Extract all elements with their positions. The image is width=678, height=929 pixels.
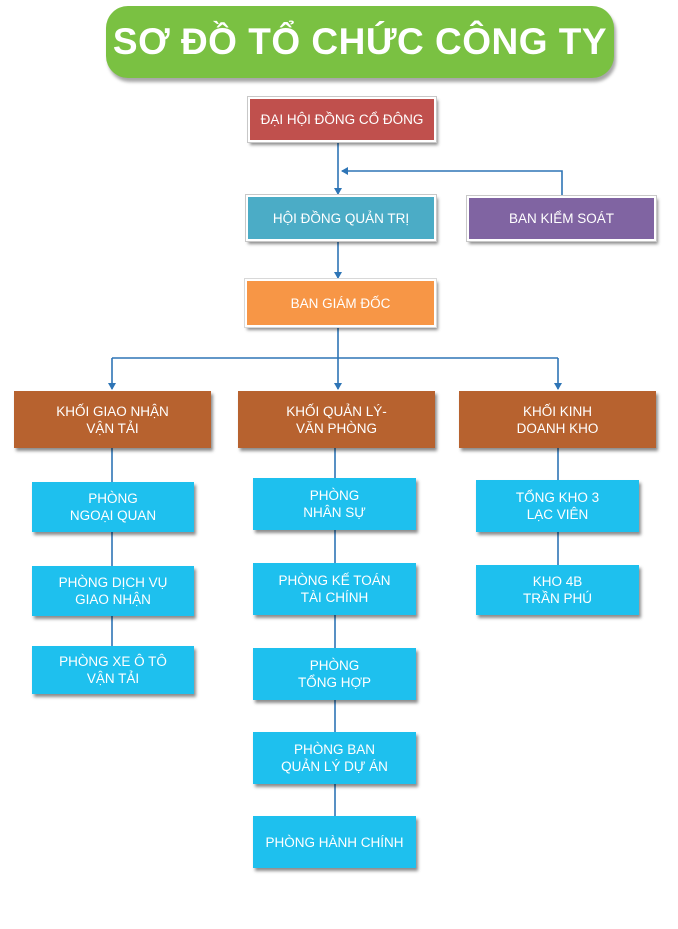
department-box: KHO 4B TRẦN PHÚ	[476, 565, 639, 615]
department-box: PHÒNG TỔNG HỢP	[253, 648, 416, 700]
department-label: PHÒNG KẾ TOÁN TÀI CHÍNH	[278, 573, 391, 605]
department-box: PHÒNG NGOẠI QUAN	[32, 482, 194, 532]
division-label: KHỐI KINH DOANH KHO	[516, 403, 599, 436]
node-directors-label: BAN GIÁM ĐỐC	[290, 295, 391, 311]
department-box: PHÒNG XE Ô TÔ VẬN TẢI	[32, 646, 194, 694]
department-label: PHÒNG DỊCH VỤ GIAO NHẬN	[58, 575, 168, 607]
department-label: PHÒNG XE Ô TÔ VẬN TẢI	[59, 654, 167, 686]
division-label: KHỐI QUẢN LÝ- VĂN PHÒNG	[286, 403, 387, 436]
line-supervisory-trunk	[341, 167, 563, 196]
department-label: KHO 4B TRẦN PHÚ	[522, 574, 592, 606]
department-label: TỔNG KHO 3 LẠC VIÊN	[515, 490, 600, 522]
node-supervisory: BAN KIỂM SOÁT	[466, 195, 657, 242]
department-box: TỔNG KHO 3 LẠC VIÊN	[476, 480, 639, 532]
department-box: PHÒNG HÀNH CHÍNH	[253, 816, 416, 868]
node-board-label: HỘI ĐỒNG QUẢN TRỊ	[272, 210, 410, 226]
node-directors: BAN GIÁM ĐỐC	[244, 278, 437, 328]
division-label: KHỐI GIAO NHẬN VẬN TẢI	[56, 403, 169, 436]
node-board: HỘI ĐỒNG QUẢN TRỊ	[245, 194, 437, 242]
division-box: KHỐI KINH DOANH KHO	[459, 391, 656, 448]
department-label: PHÒNG NGOẠI QUAN	[69, 491, 157, 523]
node-shareholders: ĐẠI HỘI ĐỒNG CỔ ĐÔNG	[247, 96, 437, 143]
department-label: PHÒNG NHÂN SỰ	[303, 488, 366, 520]
node-supervisory-label: BAN KIỂM SOÁT	[508, 211, 615, 226]
department-box: PHÒNG DỊCH VỤ GIAO NHẬN	[32, 566, 194, 616]
department-box: PHÒNG NHÂN SỰ	[253, 478, 416, 530]
page-title: SƠ ĐỒ TỔ CHỨC CÔNG TY	[106, 6, 614, 78]
department-label: PHÒNG TỔNG HỢP	[297, 658, 372, 690]
department-label: PHÒNG HÀNH CHÍNH	[265, 834, 404, 850]
department-box: PHÒNG KẾ TOÁN TÀI CHÍNH	[253, 563, 416, 615]
department-label: PHÒNG BAN QUẢN LÝ DỰ ÁN	[281, 742, 388, 774]
division-box: KHỐI QUẢN LÝ- VĂN PHÒNG	[238, 391, 435, 448]
department-box: PHÒNG BAN QUẢN LÝ DỰ ÁN	[253, 732, 416, 784]
division-box: KHỐI GIAO NHẬN VẬN TẢI	[14, 391, 211, 448]
node-shareholders-label: ĐẠI HỘI ĐỒNG CỔ ĐÔNG	[260, 112, 424, 127]
